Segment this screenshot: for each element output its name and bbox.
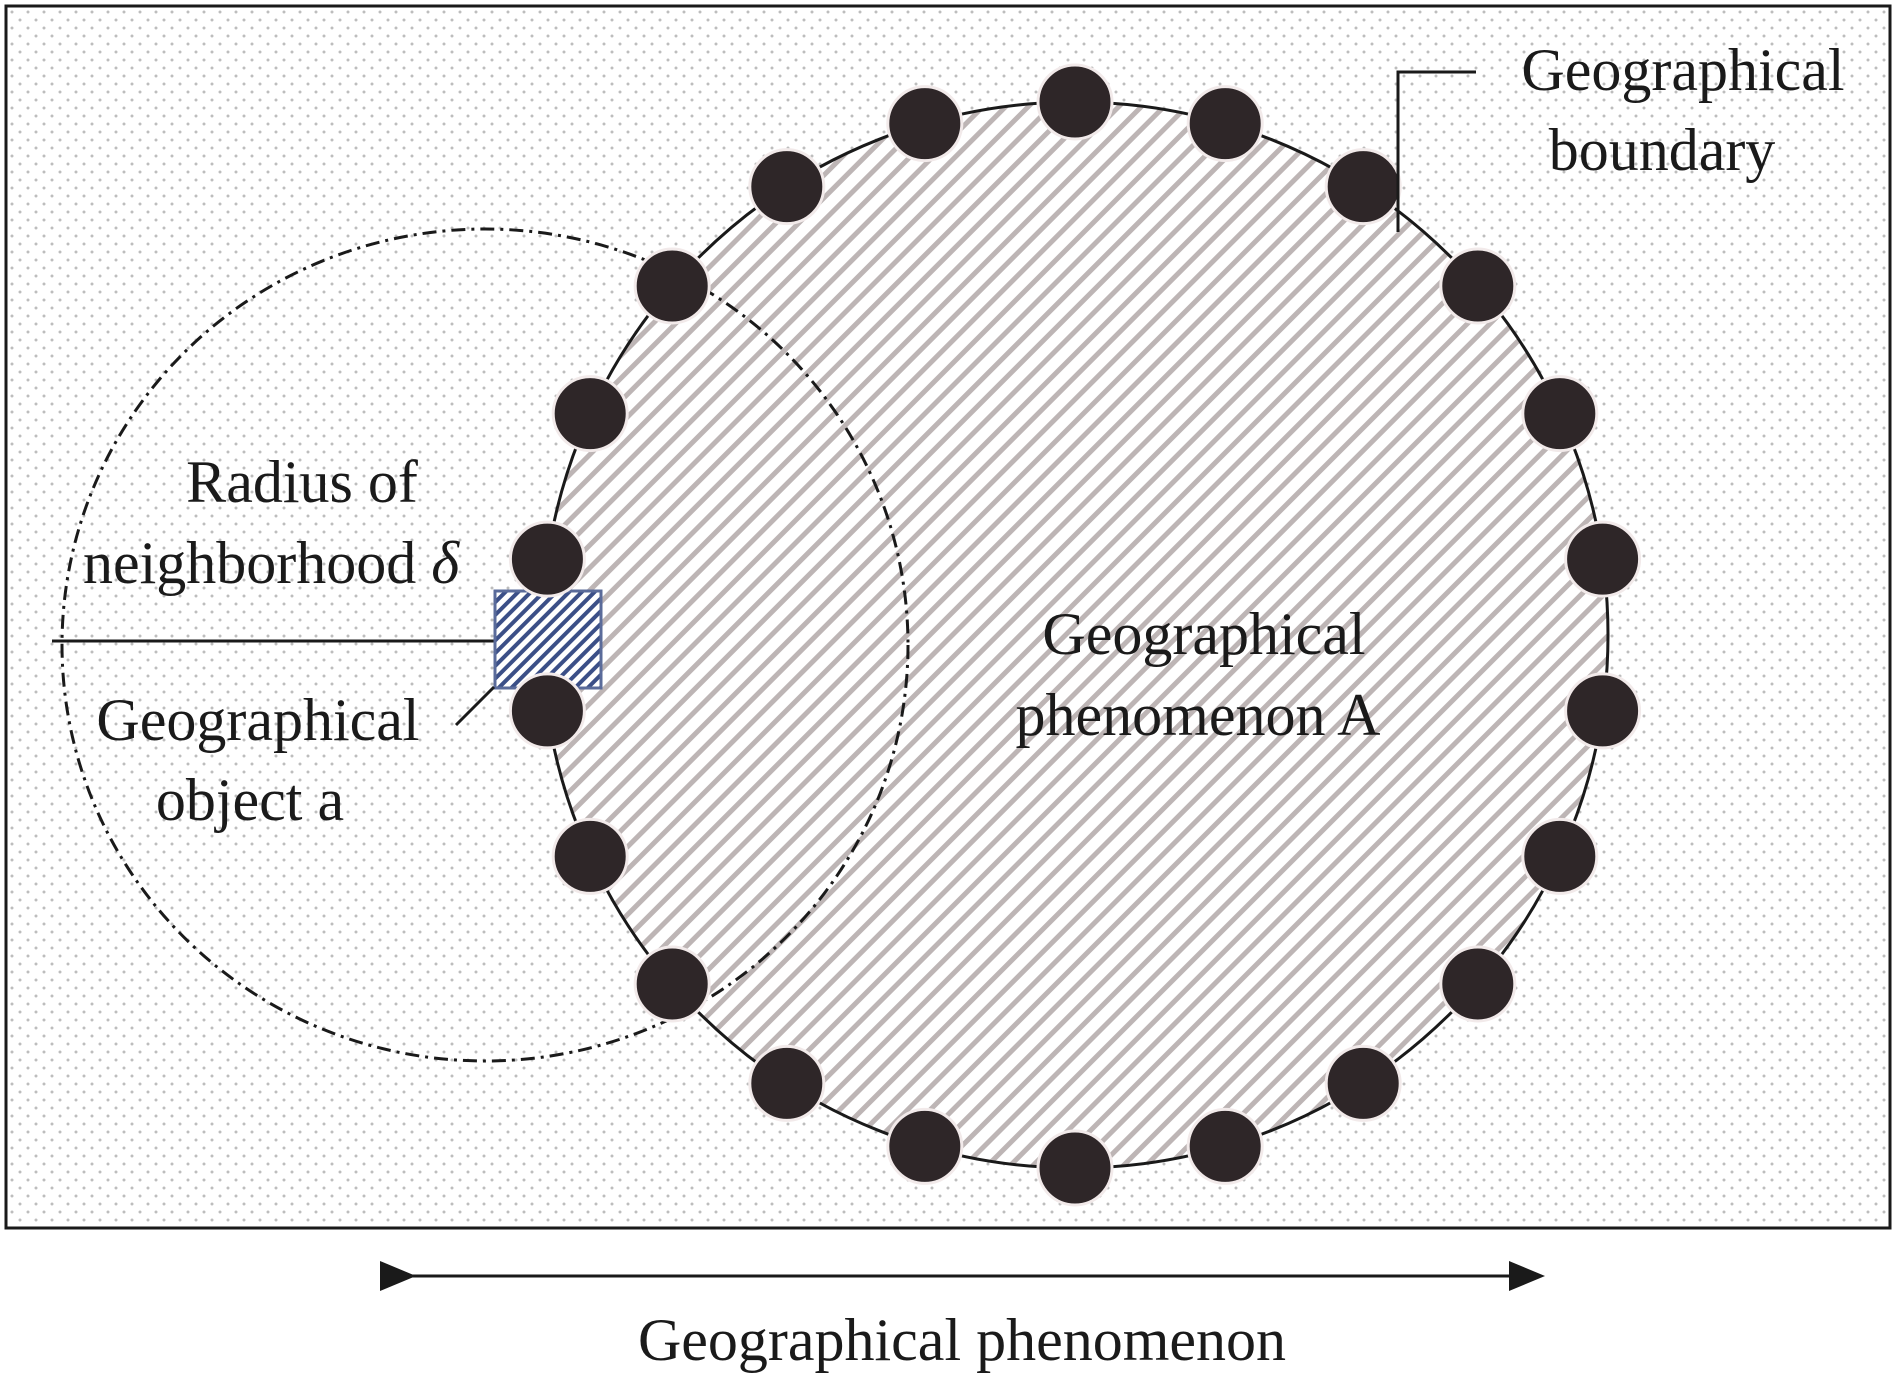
boundary-point [1036, 63, 1114, 141]
object-label-line2: object a [156, 767, 344, 833]
boundary-point [1324, 148, 1402, 226]
boundary-point [1564, 672, 1642, 750]
boundary-point [886, 85, 964, 163]
boundary-point [1186, 85, 1264, 163]
boundary-point [1186, 1107, 1264, 1185]
boundary-point [1521, 817, 1599, 895]
boundary-point [748, 148, 826, 226]
radius-label-word: neighborhood [83, 530, 416, 596]
phenomenon-extent-label: Geographical phenomenon [638, 1307, 1286, 1373]
object-label-line1: Geographical [96, 687, 419, 753]
radius-delta-symbol: δ [431, 530, 460, 596]
boundary-point [551, 817, 629, 895]
boundary-points [508, 63, 1642, 1207]
boundary-point [508, 520, 586, 598]
phenomenon-a-label-line2: phenomenon A [1016, 682, 1381, 748]
boundary-point [633, 247, 711, 325]
boundary-point [1324, 1044, 1402, 1122]
boundary-label-line2: boundary [1549, 117, 1776, 183]
boundary-point [551, 375, 629, 453]
boundary-point [1439, 247, 1517, 325]
boundary-point [886, 1107, 964, 1185]
boundary-point [1036, 1129, 1114, 1207]
boundary-leader-line [1396, 70, 1476, 232]
boundary-point [1439, 945, 1517, 1023]
object-leader-line [454, 685, 496, 727]
boundary-point [748, 1044, 826, 1122]
boundary-point [633, 945, 711, 1023]
boundary-point [508, 672, 586, 750]
phenomenon-a-label-line1: Geographical [1042, 601, 1365, 667]
boundary-point [1521, 375, 1599, 453]
boundary-label-line1: Geographical [1521, 37, 1844, 103]
radius-label-line1: Radius of [186, 449, 418, 515]
neighborhood-circle [60, 227, 910, 1063]
boundary-point [1564, 520, 1642, 598]
